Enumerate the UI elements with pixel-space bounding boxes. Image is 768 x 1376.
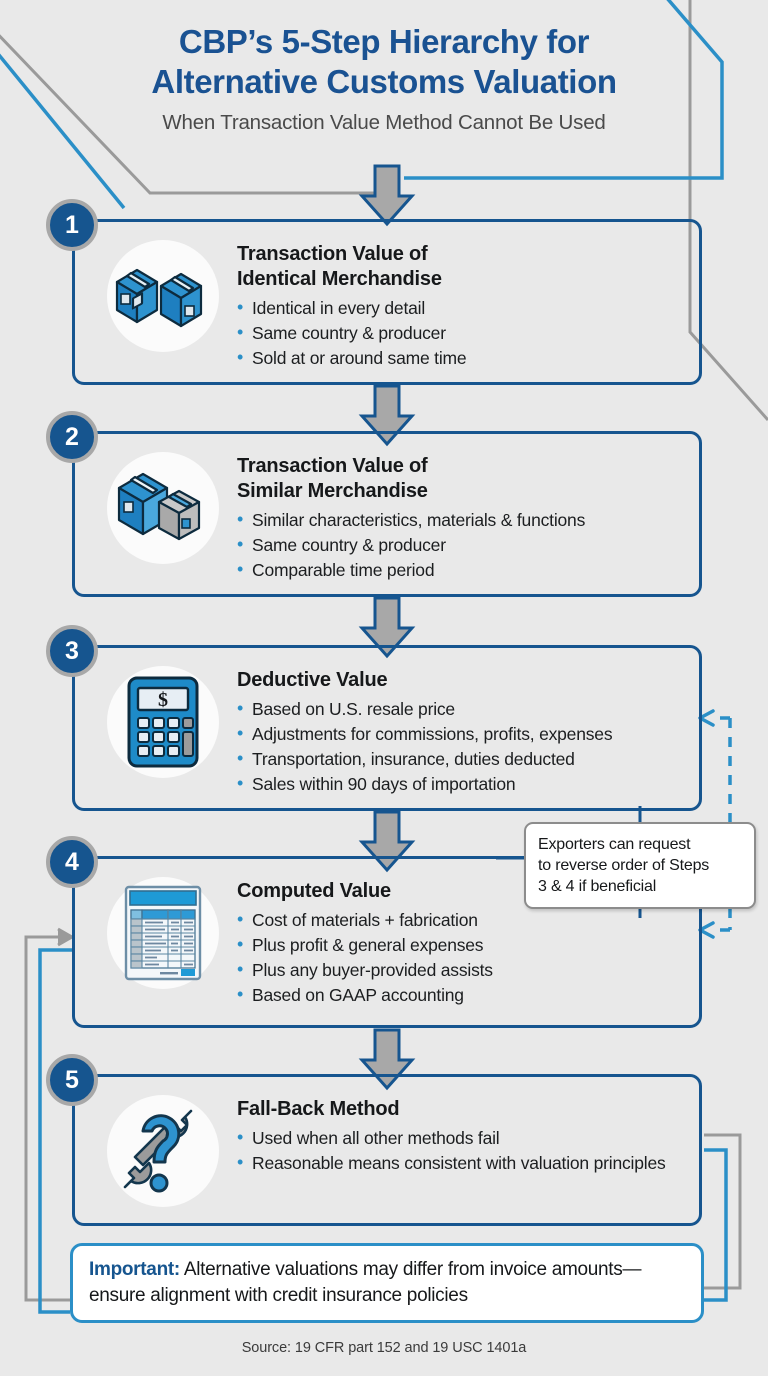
list-item: Comparable time period <box>237 557 685 583</box>
list-item: Cost of materials + fabrication <box>237 907 685 933</box>
step-title-5: Fall-Back Method <box>237 1098 400 1120</box>
step-title-4: Computed Value <box>237 880 391 902</box>
step-badge-2: 2 <box>46 411 98 463</box>
step-badge-5: 5 <box>46 1054 98 1106</box>
list-item: Sold at or around same time <box>237 345 685 371</box>
list-item: Adjustments for commissions, profits, ex… <box>237 721 685 747</box>
step-card-3[interactable]: $ Deduct <box>72 645 702 811</box>
list-item: Based on GAAP accounting <box>237 982 685 1008</box>
list-item: Similar characteristics, materials & fun… <box>237 507 685 533</box>
step-badge-3: 3 <box>46 625 98 677</box>
important-label: Important: <box>89 1259 180 1280</box>
callout-line-1: Exporters can request <box>538 836 691 853</box>
list-item: Used when all other methods fail <box>237 1125 685 1151</box>
callout-line-2: to reverse order of Steps <box>538 857 710 874</box>
list-item: Reasonable means consistent with valuati… <box>237 1150 685 1176</box>
step-bullets-3: Based on U.S. resale price Adjustments f… <box>237 696 685 797</box>
list-item: Same country & producer <box>237 532 685 558</box>
source-citation: Source: 19 CFR part 152 and 19 USC 1401a <box>241 1340 527 1356</box>
reverse-order-callout: Exporters can request to reverse order o… <box>524 822 756 909</box>
important-text: Alternative valuations may differ from i… <box>89 1259 642 1306</box>
invoice-spreadsheet-icon <box>107 877 219 989</box>
list-item: Sales within 90 days of importation <box>237 771 685 797</box>
page-title-line2: Alternative Customs Valuation <box>151 63 617 100</box>
step-title-3: Deductive Value <box>237 669 388 691</box>
step-title-2-line2: Similar Merchandise <box>237 480 428 502</box>
list-item: Transportation, insurance, duties deduct… <box>237 746 685 772</box>
step-title-1-line1: Transaction Value of <box>237 243 428 265</box>
page-title-line1: CBP’s 5-Step Hierarchy for <box>178 23 590 60</box>
blue-and-gray-boxes-icon <box>107 452 219 564</box>
callout-line-3: 3 & 4 if beneficial <box>538 878 657 895</box>
step-card-1[interactable]: Transaction Value of Identical Merchandi… <box>72 219 702 385</box>
header: CBP’s 5-Step Hierarchy for Alternative C… <box>0 22 768 138</box>
step-card-5[interactable]: Fall-Back Method Used when all other met… <box>72 1074 702 1226</box>
page-subtitle: When Transaction Value Method Cannot Be … <box>162 111 606 134</box>
step-badge-4: 4 <box>46 836 98 888</box>
list-item: Plus any buyer-provided assists <box>237 957 685 983</box>
step-title-1-line2: Identical Merchandise <box>237 268 442 290</box>
list-item: Based on U.S. resale price <box>237 696 685 722</box>
step-bullets-4: Cost of materials + fabrication Plus pro… <box>237 907 685 1008</box>
question-mark-wrench-icon <box>107 1095 219 1207</box>
list-item: Identical in every detail <box>237 295 685 321</box>
two-blue-boxes-icon <box>107 240 219 352</box>
important-note: Important: Alternative valuations may di… <box>70 1243 704 1323</box>
step-bullets-1: Identical in every detail Same country &… <box>237 295 685 371</box>
step-bullets-5: Used when all other methods fail Reasona… <box>237 1125 685 1176</box>
svg-text:$: $ <box>158 689 168 711</box>
calculator-icon: $ <box>107 666 219 778</box>
list-item: Same country & producer <box>237 320 685 346</box>
list-item: Plus profit & general expenses <box>237 932 685 958</box>
step-title-2-line1: Transaction Value of <box>237 455 428 477</box>
step-badge-1: 1 <box>46 199 98 251</box>
step-card-2[interactable]: Transaction Value of Similar Merchandise… <box>72 431 702 597</box>
step-bullets-2: Similar characteristics, materials & fun… <box>237 507 685 583</box>
